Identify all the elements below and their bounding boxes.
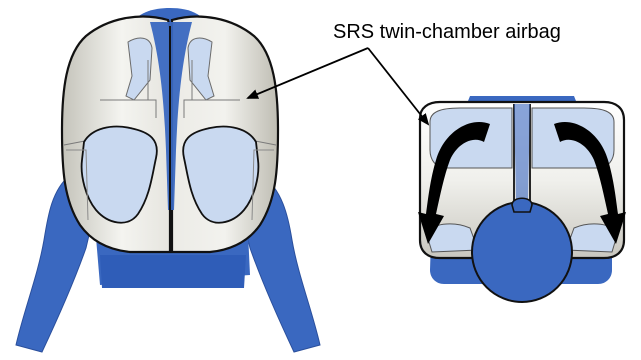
callout-line-top	[368, 48, 428, 124]
torso-lower	[100, 255, 246, 288]
callout-label: SRS twin-chamber airbag	[333, 20, 561, 44]
occupant-head	[472, 202, 572, 302]
top-center-strip	[514, 104, 530, 200]
top-view	[418, 96, 626, 302]
front-view	[16, 8, 320, 352]
occupant-nose	[512, 198, 532, 212]
